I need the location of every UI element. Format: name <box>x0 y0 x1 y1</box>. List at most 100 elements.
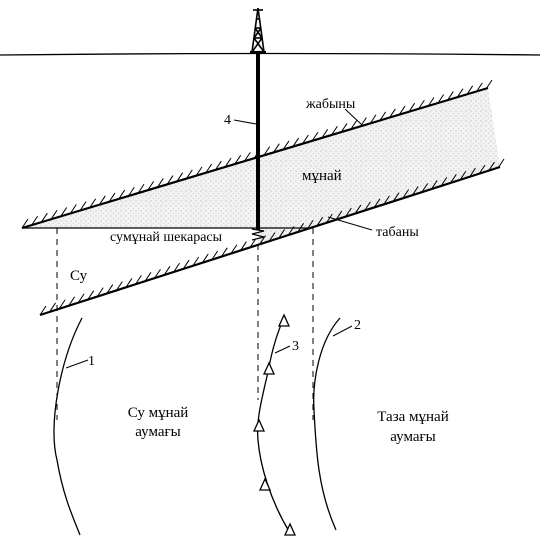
hatch-tick <box>166 175 174 185</box>
reservoir-top-hatching <box>21 79 493 229</box>
hatch-tick <box>79 201 87 211</box>
hatch-tick <box>272 143 280 153</box>
hatch-tick <box>373 198 381 209</box>
hatch-tick <box>388 108 396 119</box>
oil-water-contact-label: сумұнай шекарасы <box>110 230 223 245</box>
curve-number-2: 2 <box>354 318 361 333</box>
curve-number-1: 1 <box>88 354 95 369</box>
triangle-icon <box>262 361 276 375</box>
hatch-tick <box>49 302 56 313</box>
hatch-tick <box>68 296 76 307</box>
perforation-icon <box>251 228 265 241</box>
hatch-tick <box>106 284 114 294</box>
hatch-tick <box>340 123 348 133</box>
triangle-icon <box>283 522 297 536</box>
hatch-tick <box>173 262 180 273</box>
hatch-tick <box>421 183 429 193</box>
hatch-tick <box>456 88 464 98</box>
hatch-tick <box>118 189 126 200</box>
hatch-tick <box>292 137 300 148</box>
hatch-tick <box>379 111 387 122</box>
hatch-tick <box>440 177 448 187</box>
hatch-tick <box>154 268 161 279</box>
hatch-tick <box>234 155 242 165</box>
curve-1 <box>53 317 83 536</box>
triangle-icon <box>252 418 266 432</box>
triangle-icon <box>277 313 291 327</box>
hatch-tick <box>224 157 232 168</box>
hatch-tick <box>398 105 406 116</box>
hatch-tick <box>176 172 184 182</box>
hatch-tick <box>144 272 152 282</box>
triangle-markers <box>252 313 297 536</box>
hatch-tick <box>282 140 290 151</box>
hatch-tick <box>135 275 142 285</box>
hatch-tick <box>147 181 155 191</box>
hatch-tick <box>359 117 367 127</box>
leader-line-2 <box>332 325 353 337</box>
hatch-tick <box>58 299 66 310</box>
hatch-tick <box>278 229 285 239</box>
hatch-tick <box>344 207 352 218</box>
hatch-tick <box>214 160 222 171</box>
hatch-tick <box>354 204 362 215</box>
hatch-tick <box>31 215 39 226</box>
hatch-tick <box>369 114 377 125</box>
hatch-tick <box>220 247 228 258</box>
hatch-tick <box>60 207 68 217</box>
base-label: табаны <box>376 225 419 240</box>
hatch-tick <box>497 158 505 169</box>
hatch-tick <box>411 186 419 196</box>
hatch-tick <box>301 134 309 145</box>
oil-derrick-icon <box>250 7 266 54</box>
hatch-tick <box>478 164 486 175</box>
hatch-tick <box>408 102 416 113</box>
hatch-tick <box>96 287 104 297</box>
hatch-tick <box>383 195 390 206</box>
hatch-tick <box>211 250 219 261</box>
hatch-tick <box>115 281 123 291</box>
hatch-tick <box>488 161 495 172</box>
hatch-tick <box>417 99 425 110</box>
curve-number-4: 4 <box>224 113 231 128</box>
hatch-tick <box>468 167 476 178</box>
curve-2 <box>313 317 341 531</box>
hatch-tick <box>125 278 133 288</box>
oil-label: мұнай <box>302 168 342 184</box>
hatch-tick <box>446 91 454 101</box>
hatch-tick <box>239 241 247 251</box>
hatch-tick <box>69 204 77 214</box>
hatch-tick <box>185 169 193 180</box>
ground-surface-line <box>0 52 540 56</box>
hatch-tick <box>39 305 47 316</box>
hatch-tick <box>137 183 145 194</box>
water-oil-zone-label-line1: Су мұнай <box>128 405 189 421</box>
hatch-tick <box>475 82 483 93</box>
hatch-tick <box>449 174 457 184</box>
cap-label: жабыны <box>305 97 356 112</box>
hatch-tick <box>192 256 200 267</box>
hatch-tick <box>321 128 329 139</box>
hatch-tick <box>201 253 209 264</box>
hatch-tick <box>485 79 493 90</box>
clean-oil-zone-label-line2: аумағы <box>390 429 435 445</box>
hatch-tick <box>77 293 85 304</box>
hatch-tick <box>330 126 338 136</box>
leader-line-1 <box>65 359 89 369</box>
hatch-tick <box>259 235 266 245</box>
hatch-tick <box>437 94 445 104</box>
water-oil-zone-label-line2: аумағы <box>135 424 180 440</box>
hatch-tick <box>98 195 106 206</box>
water-label: Су <box>70 268 88 284</box>
leader-line-cap <box>344 108 363 126</box>
hatch-tick <box>50 210 58 220</box>
hatch-tick <box>350 120 358 130</box>
leader-line-4 <box>233 119 257 125</box>
hatch-tick <box>21 218 29 229</box>
triangle-icon <box>258 477 272 491</box>
hatch-tick <box>108 192 116 203</box>
hatch-tick <box>205 163 213 174</box>
hatch-tick <box>466 85 474 96</box>
